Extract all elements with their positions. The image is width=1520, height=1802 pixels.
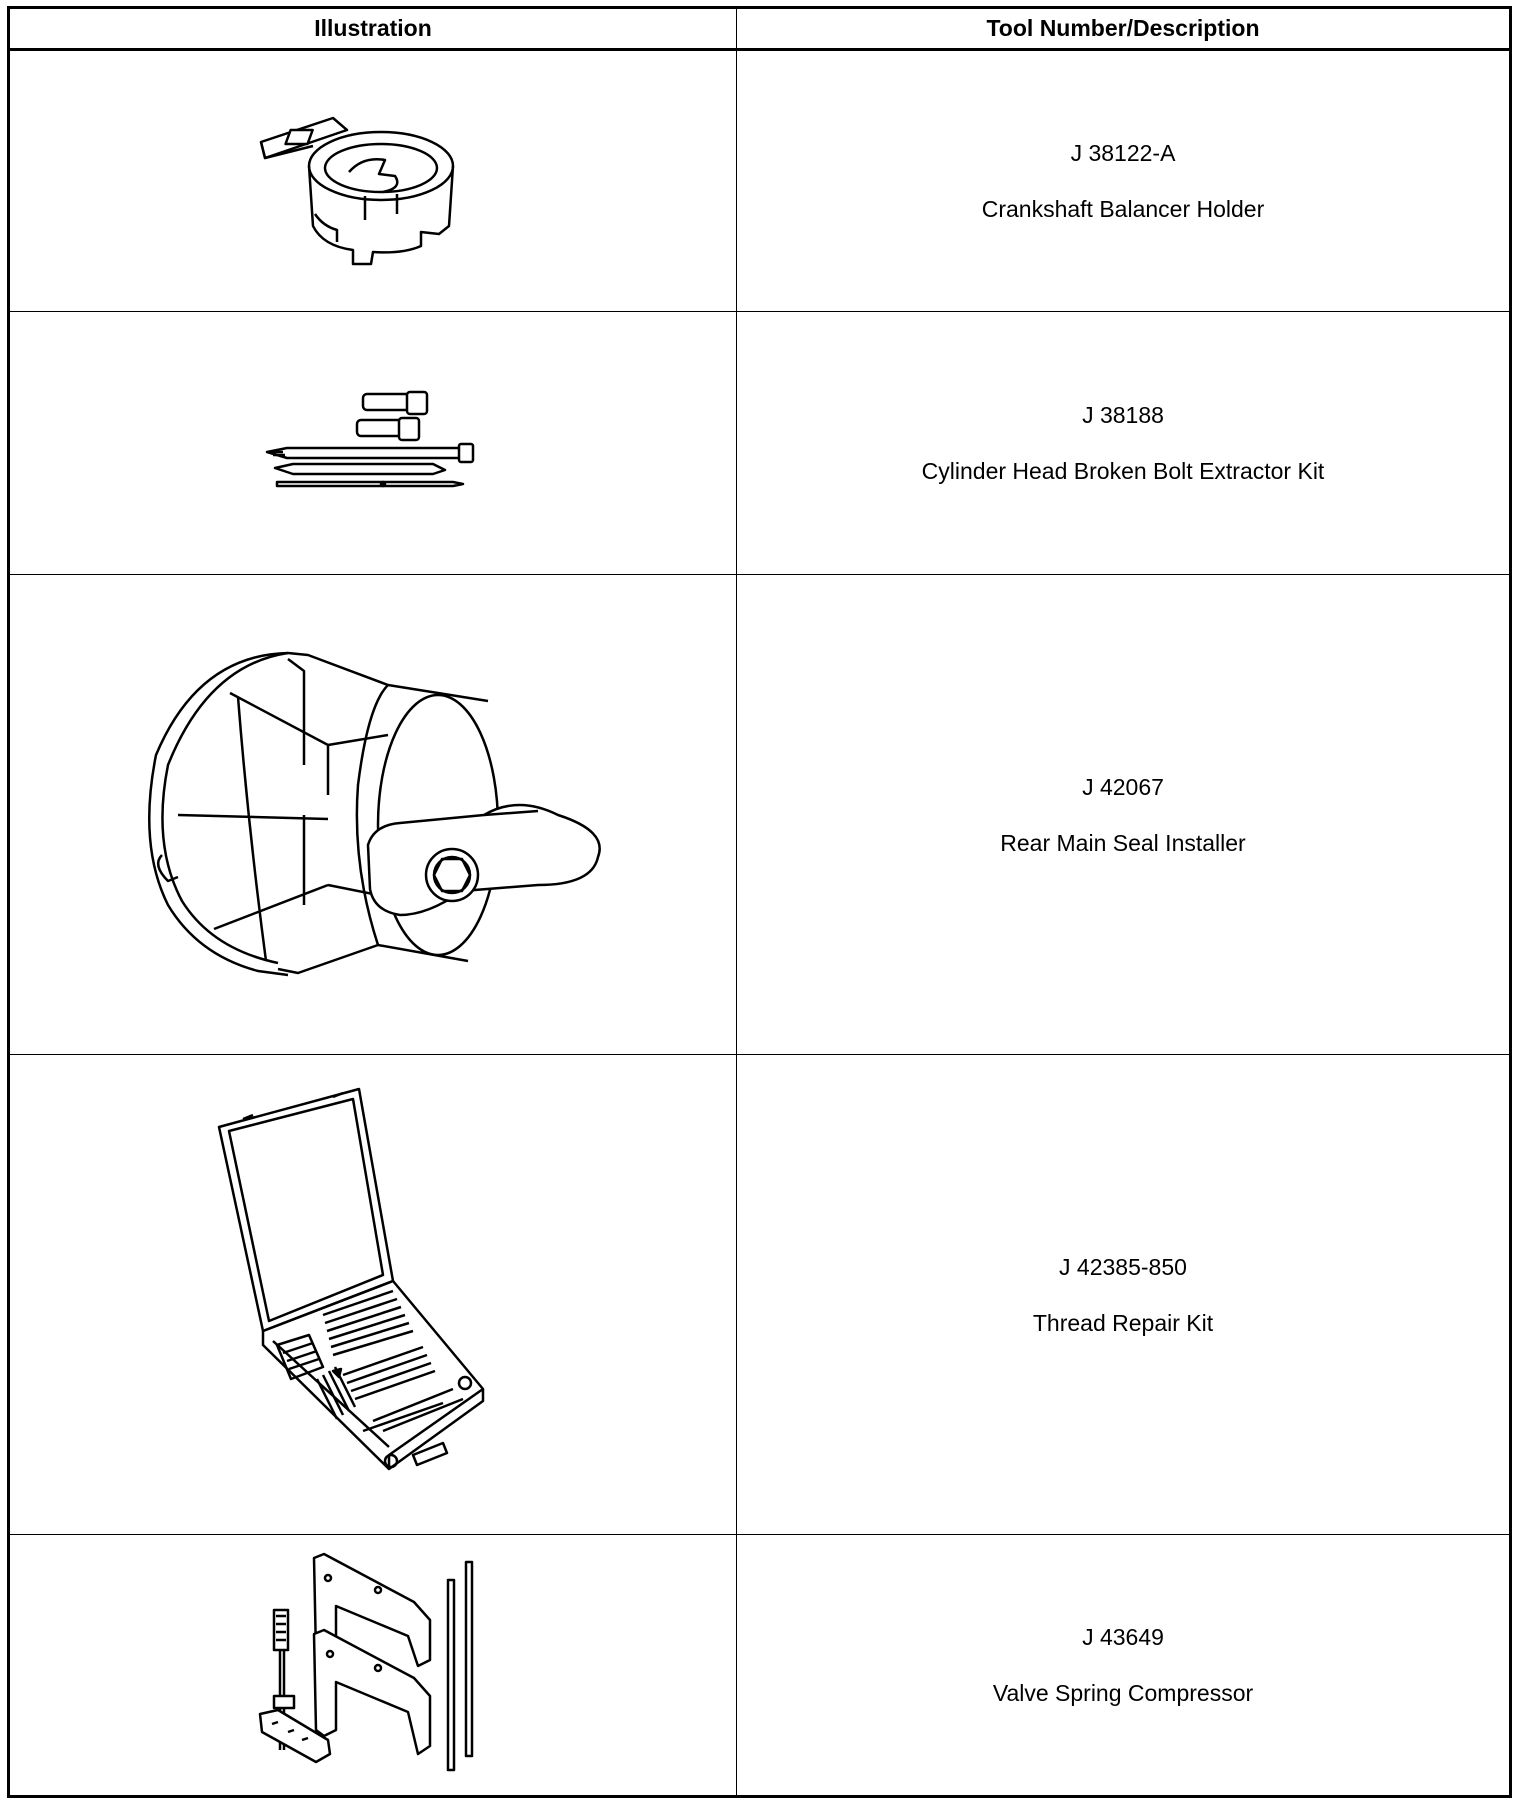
special-tools-table: Illustration Tool Number/Description [7,6,1512,1798]
tool-description: Rear Main Seal Installer [1000,829,1246,856]
rear-main-seal-installer-icon [138,645,608,985]
crankshaft-balancer-holder-icon [253,96,493,266]
tool-number: J 38188 [1082,402,1164,428]
illustration-cell [8,49,737,312]
tool-cell: J 43649 Valve Spring Compressor [736,1534,1511,1797]
tool-number: J 43649 [1082,1624,1164,1650]
bolt-extractor-kit-icon [263,388,483,498]
tool-number: J 42067 [1082,773,1164,800]
illustration-cell [8,574,737,1055]
tool-number: J 42385-850 [1059,1253,1187,1280]
tool-cell: J 38122-A Crankshaft Balancer Holder [736,49,1511,312]
table-row: J 43649 Valve Spring Compressor [8,1534,1511,1797]
tool-description: Valve Spring Compressor [992,1680,1254,1706]
tool-description: Thread Repair Kit [1032,1309,1214,1336]
illustration-cell [8,1534,737,1797]
thread-repair-kit-icon [213,1085,533,1505]
illustration-cell [8,311,737,575]
valve-spring-compressor-icon [258,1550,488,1780]
tool-description: Crankshaft Balancer Holder [981,196,1265,222]
tool-cell: J 42067 Rear Main Seal Installer [736,574,1511,1055]
tool-cell: J 38188 Cylinder Head Broken Bolt Extrac… [736,311,1511,575]
tool-cell: J 42385-850 Thread Repair Kit [736,1054,1511,1535]
tool-description-header: Tool Number/Description [736,7,1511,51]
illustration-header: Illustration [8,7,737,51]
header-row: Illustration Tool Number/Description [8,7,1511,51]
table-row: J 38122-A Crankshaft Balancer Holder [8,49,1511,312]
table-row: J 42385-850 Thread Repair Kit [8,1054,1511,1535]
illustration-cell [8,1054,737,1535]
table-row: J 38188 Cylinder Head Broken Bolt Extrac… [8,311,1511,575]
table-row: J 42067 Rear Main Seal Installer [8,574,1511,1055]
tool-number: J 38122-A [1070,140,1176,166]
tool-description: Cylinder Head Broken Bolt Extractor Kit [921,458,1325,484]
